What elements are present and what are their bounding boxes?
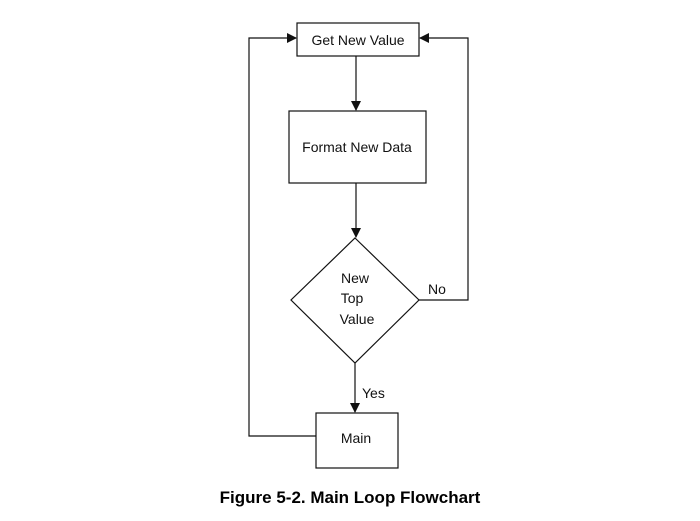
node-get-new-value-label: Get New Value	[311, 32, 404, 48]
node-get-new-value: Get New Value	[296, 22, 420, 57]
decision-label-line-3: Value	[340, 311, 375, 327]
edge-decision-no	[419, 33, 469, 301]
edge-main-loop	[248, 33, 316, 437]
node-main-box	[315, 412, 399, 469]
node-decision: New Top Value	[290, 237, 420, 364]
node-format-new-data: Format New Data	[288, 110, 427, 184]
figure-caption: Figure 5-2. Main Loop Flowchart	[219, 488, 481, 507]
decision-label-line-2: Top	[341, 290, 364, 306]
edge-label-no: No	[428, 281, 446, 297]
main-loop-flowchart: Get New Value Format New Data New Top Va…	[248, 22, 469, 469]
decision-label-line-1: New	[341, 270, 370, 286]
node-main-label: Main	[341, 430, 371, 446]
edge-label-yes: Yes	[362, 385, 385, 401]
node-main: Main	[315, 412, 399, 469]
node-format-new-data-box	[288, 110, 427, 184]
node-get-new-value-box	[296, 22, 420, 57]
node-format-new-data-label: Format New Data	[302, 139, 412, 155]
